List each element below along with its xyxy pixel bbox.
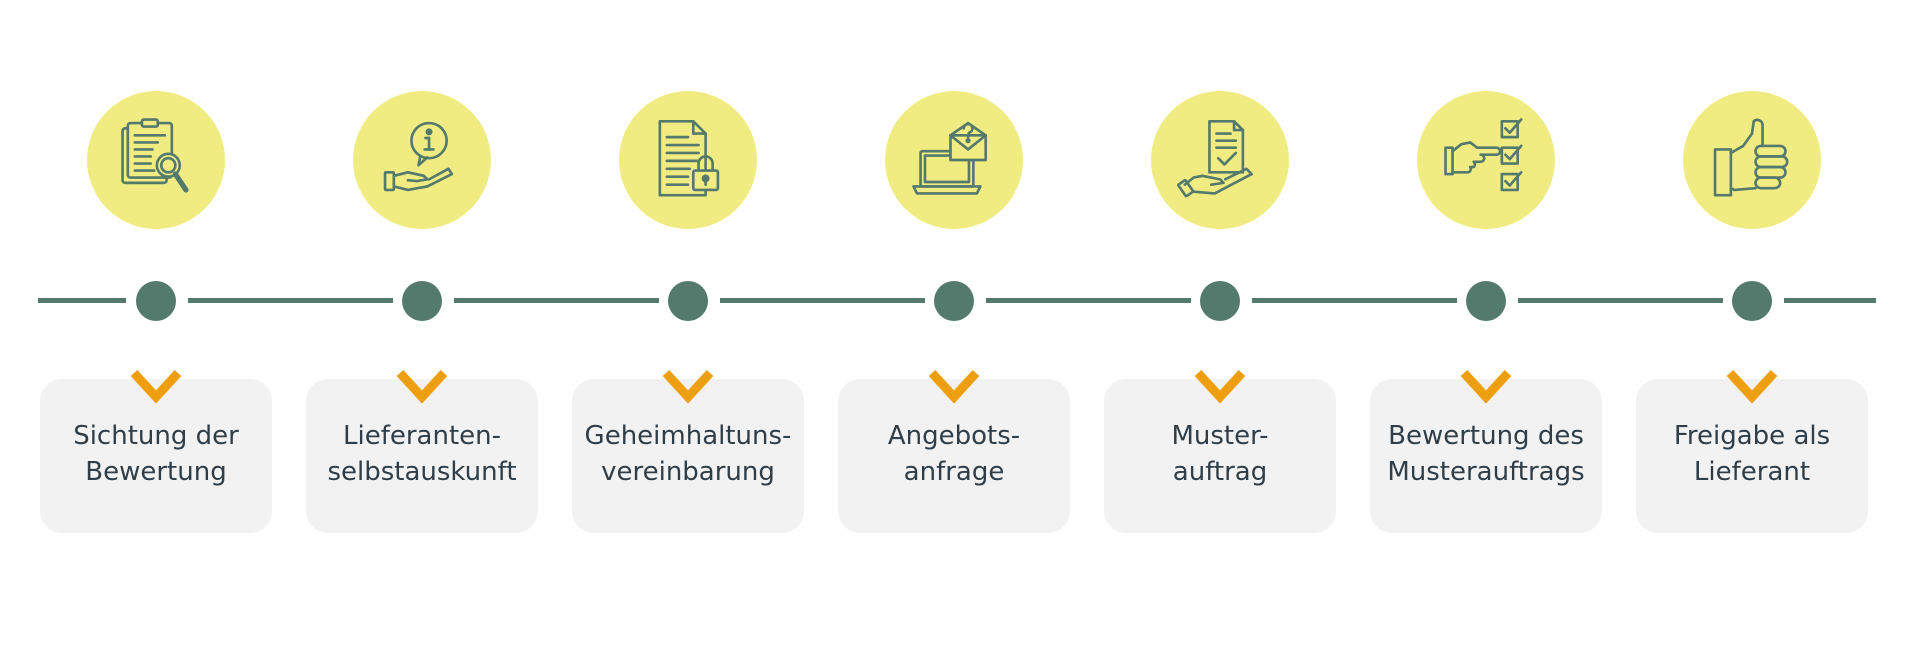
step-6: Bewertung des Musterauftrags (1370, 0, 1602, 660)
icon-circle (1417, 91, 1555, 229)
step-label: Muster- auftrag (1171, 421, 1269, 487)
timeline-line (1518, 298, 1723, 303)
step-card (1636, 379, 1868, 533)
timeline-dot (1466, 281, 1506, 321)
step-7: Freigabe als Lieferant (1636, 0, 1868, 660)
timeline-line (986, 298, 1191, 303)
chevron-down-icon (662, 369, 714, 404)
timeline-dot (668, 281, 708, 321)
document-lock-icon (658, 119, 720, 197)
timeline-dot (402, 281, 442, 321)
icon-circle (1151, 91, 1289, 229)
timeline-line (1252, 298, 1457, 303)
thumbs-up-icon (1713, 118, 1789, 197)
step-card (1370, 379, 1602, 533)
step-5: Muster- auftrag (1104, 0, 1336, 660)
icon-circle (619, 91, 757, 229)
timeline-line (38, 298, 126, 303)
timeline-dot (1200, 281, 1240, 321)
chevron-down-icon (928, 369, 980, 404)
step-4: Angebots- anfrage (838, 0, 1070, 660)
chevron-down-icon (130, 369, 182, 404)
step-2: Lieferanten- selbstauskunft (306, 0, 538, 660)
step-label: Geheimhaltuns- vereinbarung (584, 421, 792, 487)
step-3: Geheimhaltuns- vereinbarung (572, 0, 804, 660)
step-card (40, 379, 272, 533)
icon-circle (353, 91, 491, 229)
step-label: Bewertung des Musterauftrags (1387, 421, 1585, 487)
timeline-dot (1732, 281, 1772, 321)
step-card (572, 379, 804, 533)
chevron-down-icon (1194, 369, 1246, 404)
step-1: Sichtung der Bewertung (40, 0, 272, 660)
timeline-line (188, 298, 393, 303)
pointing-checklist-icon (1444, 118, 1523, 192)
document-hand-check-icon (1177, 119, 1253, 198)
timeline-dot (934, 281, 974, 321)
icon-circle (87, 91, 225, 229)
chevron-down-icon (1726, 369, 1778, 404)
chevron-down-icon (1460, 369, 1512, 404)
timeline-line (1784, 298, 1876, 303)
timeline-dot (136, 281, 176, 321)
step-card (838, 379, 1070, 533)
step-label: Angebots- anfrage (887, 421, 1021, 487)
timeline-line (454, 298, 659, 303)
icon-circle (885, 91, 1023, 229)
step-label: Freigabe als Lieferant (1673, 421, 1831, 487)
info-hand-icon (383, 121, 454, 192)
icon-circle (1683, 91, 1821, 229)
timeline-line (720, 298, 925, 303)
step-card (306, 379, 538, 533)
laptop-mail-question-icon (912, 121, 988, 195)
step-label: Sichtung der Bewertung (73, 421, 239, 487)
step-card (1104, 379, 1336, 533)
document-search-icon (121, 118, 189, 193)
chevron-down-icon (396, 369, 448, 404)
step-label: Lieferanten- selbstauskunft (327, 421, 517, 487)
